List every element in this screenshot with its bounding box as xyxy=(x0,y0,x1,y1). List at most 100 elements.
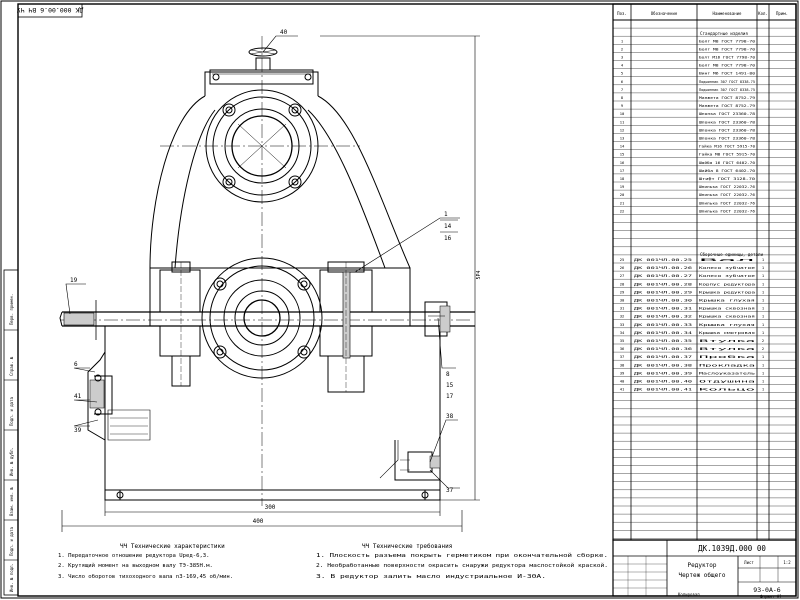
spec-row-code: ДК 001ЧЛ.00.28 xyxy=(634,282,692,286)
left-strip-5: Взам. инв. № xyxy=(9,487,14,516)
spec-row-name: Шпилька ГОСТ 22032-76 xyxy=(699,185,755,189)
callout-38: 38 xyxy=(446,413,454,420)
spec-row-name: Отдушина xyxy=(699,380,755,384)
spec-row-pos: 16 xyxy=(620,160,625,165)
spec-row-pos: 30 xyxy=(620,298,625,303)
notes-right: ЧЧ Технические требования 1. Плоскость р… xyxy=(316,543,608,580)
spec-row-name: Шпилька ГОСТ 22032-76 xyxy=(699,201,755,205)
spec-row-name: Крышка смотровая xyxy=(699,331,755,335)
spec-row-name: Болт М8 ГОСТ 7798-70 xyxy=(699,47,755,51)
notes-left-title: ЧЧ Технические характеристики xyxy=(120,543,225,550)
spec-row-pos: 27 xyxy=(620,273,625,278)
notes-right-title: ЧЧ Технические требования xyxy=(362,543,452,550)
spec-row-name: Шайба 16 ГОСТ 6402-70 xyxy=(699,160,755,165)
spec-section-assemblies: Сборочные единицы, детали xyxy=(700,252,764,257)
dimensions xyxy=(61,35,480,532)
spec-row-pos: 37 xyxy=(620,354,625,359)
spec-row-pos: 32 xyxy=(620,314,625,319)
spec-row-code: ДК 001ЧЛ.00.35 xyxy=(634,339,692,343)
spec-row-name: Манжета ГОСТ 8752-79 xyxy=(699,96,755,100)
spec-row-name: Пробка xyxy=(699,354,755,359)
title-block xyxy=(612,539,797,597)
spec-row-code: ДК 001ЧЛ.00.40 xyxy=(634,380,692,384)
spec-header-name: Наименование xyxy=(713,11,742,16)
spec-row-name: Кольцо xyxy=(699,388,755,392)
spec-row-name: Вал xyxy=(699,258,755,262)
spec-row-code: ДК 001ЧЛ.00.31 xyxy=(634,307,692,311)
spec-row-name: Болт М8 ГОСТ 7798-70 xyxy=(699,64,755,68)
spec-row-pos: 15 xyxy=(620,152,625,157)
spec-row-qty: 2 xyxy=(762,346,764,351)
spec-row-name: Винт М6 ГОСТ 1491-80 xyxy=(699,72,755,76)
spec-row-qty: 2 xyxy=(762,338,764,343)
left-strip-7: Инв. № подл. xyxy=(9,563,14,592)
callout-8: 8 xyxy=(446,371,450,378)
spec-row-pos: 35 xyxy=(620,338,625,343)
spec-row-pos: 6 xyxy=(621,79,624,84)
spec-row-name: Прокладка xyxy=(699,363,755,367)
spec-row-name: Маслоуказатель xyxy=(699,371,755,375)
spec-row-pos: 12 xyxy=(620,127,625,132)
notes-right-item-3: 3. В редуктор залить масло индустриально… xyxy=(316,574,546,580)
title-doc-code: ДК.1039Д.000 00 xyxy=(698,544,766,553)
spec-header-pos: Поз. xyxy=(617,11,627,16)
spec-row-name: Колесо зубчатое xyxy=(699,273,755,278)
spec-row-code: ДК 001ЧЛ.00.25 xyxy=(634,258,692,262)
spec-row-name: Гайка М8 ГОСТ 5915-70 xyxy=(699,153,755,157)
title-name-line1: Редуктор xyxy=(688,562,717,569)
spec-row-code: ДК 001ЧЛ.00.33 xyxy=(634,323,692,327)
notes-left: ЧЧ Технические характеристики 1. Передат… xyxy=(58,543,233,580)
callout-41: 41 xyxy=(74,393,82,400)
spec-row-pos: 17 xyxy=(620,168,625,173)
spec-row-qty: 1 xyxy=(762,273,765,278)
spec-row-name: Шайба 8 ГОСТ 6402-70 xyxy=(699,168,755,173)
spec-row-pos: 1 xyxy=(621,38,624,43)
spec-row-qty: 1 xyxy=(762,306,765,311)
left-strip-6: Подп. и дата xyxy=(9,527,14,556)
spec-row-name: Подшипник 307 ГОСТ 8338-75 xyxy=(699,88,755,92)
spec-row-pos: 7 xyxy=(621,87,623,92)
title-copied: Копировал xyxy=(678,592,700,597)
callout-19: 19 xyxy=(70,277,78,284)
spec-row-code: ДК 001ЧЛ.00.37 xyxy=(634,355,692,359)
spec-row-name: Крышка сквозная xyxy=(699,307,755,311)
spec-row-code: ДК 001ЧЛ.00.26 xyxy=(634,266,692,270)
spec-row-pos: 39 xyxy=(620,370,625,375)
spec-row-pos: 13 xyxy=(620,136,625,141)
spec-row-pos: 10 xyxy=(620,111,625,116)
spec-row-name: Шпонка ГОСТ 23360-78 xyxy=(699,137,755,141)
spec-row-name: Штифт ГОСТ 3128-70 xyxy=(699,177,755,181)
spec-row-pos: 40 xyxy=(620,379,625,384)
spec-row-name: Болт М16 ГОСТ 7798-70 xyxy=(699,56,755,60)
spec-row-pos: 8 xyxy=(621,95,624,100)
notes-left-item-2: 2. Крутящий момент на выходном валу ТЭ-3… xyxy=(58,563,213,569)
spec-row-name: Подшипник 307 ГОСТ 8338-75 xyxy=(699,80,755,84)
spec-row-name: Корпус редуктора xyxy=(699,282,755,286)
left-strip-2: Справ. № xyxy=(9,356,14,376)
title-group: 93-0А-6 xyxy=(753,586,780,594)
spec-row-pos: 34 xyxy=(620,330,625,335)
spec-row-name: Крышка редуктора xyxy=(699,290,755,294)
spec-row-pos: 14 xyxy=(620,144,625,149)
callout-1: 1 xyxy=(444,211,448,218)
reducer-assembly-view xyxy=(59,36,475,506)
spec-row-name: Крышка глухая xyxy=(699,323,755,327)
spec-row-pos: 21 xyxy=(620,200,625,205)
callout-15: 15 xyxy=(446,382,454,389)
spec-row-name: Шпонка ГОСТ 23360-78 xyxy=(699,112,755,116)
spec-row-code: ДК 001ЧЛ.00.41 xyxy=(634,388,692,392)
corner-stamp-text: ДК 000.00.6 ВЧ ЧУ xyxy=(17,6,84,14)
spec-row-qty: 1 xyxy=(762,362,765,367)
spec-row-qty: 1 xyxy=(762,289,765,294)
spec-row-pos: 4 xyxy=(621,63,624,68)
spec-row-qty: 1 xyxy=(762,379,765,384)
spec-row-pos: 22 xyxy=(620,208,625,213)
dim-base-label: 300 xyxy=(265,504,276,511)
spec-row-pos: 3 xyxy=(621,55,623,60)
spec-row-pos: 28 xyxy=(620,281,625,286)
left-strip-4: Инв. № дубл. xyxy=(9,447,14,476)
spec-row-name: Шпилька ГОСТ 22032-76 xyxy=(699,209,755,213)
spec-section-standard: Стандартные изделия xyxy=(700,31,748,36)
spec-row-code: ДК 001ЧЛ.00.34 xyxy=(634,331,692,335)
title-name-line2: Чертеж общего xyxy=(679,572,726,579)
